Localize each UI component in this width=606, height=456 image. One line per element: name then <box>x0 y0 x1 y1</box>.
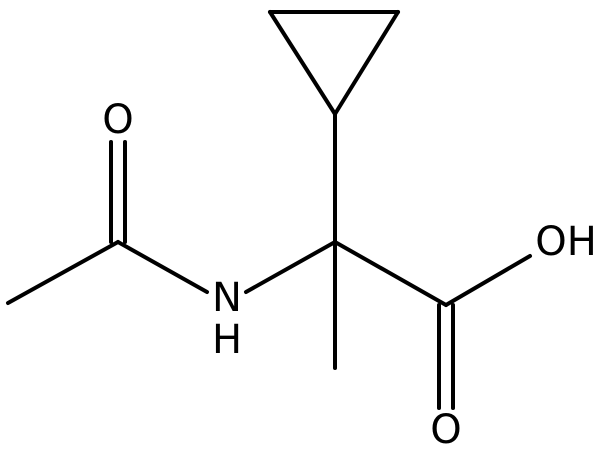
carboxyl-hydroxyl-bond <box>444 254 532 307</box>
atom-label-carboxyl-oxygen: O <box>430 407 461 453</box>
alpha-carbon-to-nitrogen-bond <box>244 240 337 294</box>
atom-label-hydroxyl: OH <box>535 219 597 265</box>
atom-label-nitrogen: N <box>212 275 242 321</box>
alpha-carbon-to-carboxyl-bond <box>333 240 448 307</box>
cyclopropyl-bond-right <box>333 10 400 116</box>
atom-label-nitrogen-hydrogen: H <box>212 317 242 363</box>
atom-label-acetyl-oxygen: O <box>102 97 133 143</box>
acetyl-methyl-bond <box>6 240 120 305</box>
cyclopropyl-bond-left <box>268 10 337 116</box>
nitrogen-to-acetyl-carbon-bond <box>116 240 209 294</box>
